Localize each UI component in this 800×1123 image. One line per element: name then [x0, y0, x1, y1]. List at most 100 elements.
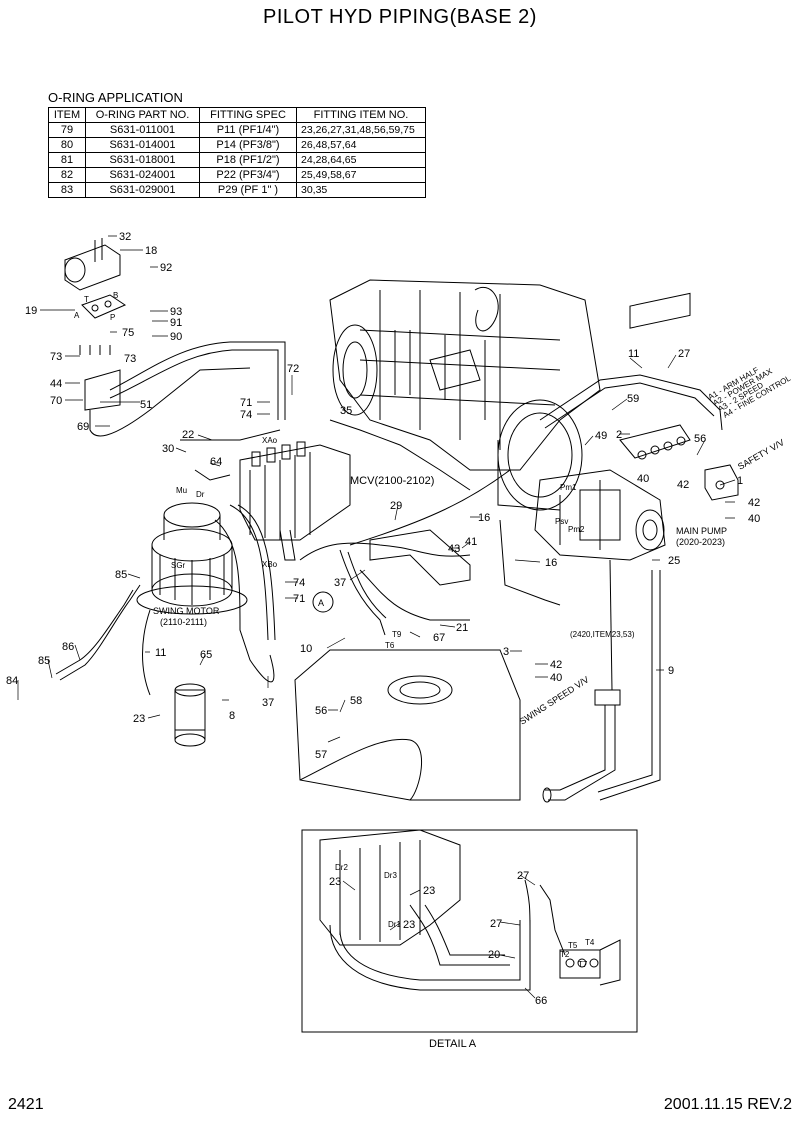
callout-35: 35 — [340, 405, 352, 417]
cell-items: 23,26,27,31,48,56,59,75 — [296, 122, 426, 138]
page-title: PILOT HYD PIPING(BASE 2) — [263, 6, 537, 28]
callout-65: 65 — [200, 649, 212, 661]
cell-item: 82 — [48, 167, 86, 183]
callout-70: 70 — [50, 395, 62, 407]
swing-motor-label: SWING MOTOR — [153, 606, 220, 616]
callout-91: 91 — [170, 317, 182, 329]
callout-43: 43 — [448, 543, 460, 555]
callout-9: 9 — [668, 665, 674, 677]
cell-part-no: S631-011001 — [85, 122, 200, 138]
cell-spec: P29 (PF 1" ) — [199, 182, 297, 198]
col-part-no: O-RING PART NO. — [85, 107, 200, 123]
item-reference: (2420,ITEM23,53) — [570, 630, 635, 639]
callout-25: 25 — [668, 555, 680, 567]
table-row: 83 S631-029001 P29 (PF 1" ) 30,35 — [48, 182, 426, 198]
callout-30: 30 — [162, 443, 174, 455]
table-row: 80 S631-014001 P14 (PF3/8") 26,48,57,64 — [48, 137, 426, 153]
callout-23-detail-c: 23 — [403, 919, 415, 931]
cell-item: 83 — [48, 182, 86, 198]
callout-71b: 71 — [293, 593, 305, 605]
callout-64: 64 — [210, 456, 222, 468]
callout-56: 56 — [694, 433, 706, 445]
callout-29: 29 — [390, 500, 402, 512]
component-labels: MCV(2100-2102) SWING MOTOR (2110-2111) M… — [153, 437, 786, 1050]
port-label: SGr — [171, 561, 186, 570]
callout-3: 3 — [503, 646, 509, 658]
callout-58: 58 — [350, 695, 362, 707]
callout-numbers: 32 18 92 19 93 91 75 90 73 73 44 70 51 6… — [6, 231, 760, 1007]
callout-84: 84 — [6, 675, 18, 687]
callout-90: 90 — [170, 331, 182, 343]
page-number: 2421 — [8, 1096, 44, 1113]
port-label: T9 — [392, 630, 402, 639]
detail-a-marker — [312, 591, 334, 613]
callout-18: 18 — [145, 245, 157, 257]
oring-table-caption: O-RING APPLICATION — [48, 90, 183, 105]
filter-assembly — [64, 238, 127, 411]
port-label: Dr3 — [384, 871, 397, 880]
callout-21: 21 — [456, 622, 468, 634]
port-label: XBo — [262, 560, 278, 569]
flywheel-housing — [497, 399, 583, 511]
swing-speed-valve — [542, 689, 621, 803]
callout-27-detail-a: 27 — [517, 870, 529, 882]
main-pump — [534, 469, 666, 561]
engine-block — [329, 279, 601, 471]
port-label: T7 — [578, 960, 588, 969]
main-pump-label: MAIN PUMP — [676, 526, 727, 536]
port-label: P — [110, 313, 115, 322]
port-label: Pm2 — [568, 525, 585, 534]
solenoid-notes: A1 - ARM HALF A2 - POWER MAX A3 - 2 SPEE… — [707, 365, 793, 419]
cell-part-no: S631-029001 — [85, 182, 200, 198]
callout-69: 69 — [77, 421, 89, 433]
callout-8: 8 — [229, 710, 235, 722]
detail-a-label: DETAIL A — [429, 1038, 477, 1050]
port-label: T — [84, 295, 89, 304]
callout-11: 11 — [628, 348, 639, 360]
callout-27-detail-b: 27 — [490, 918, 502, 930]
callout-74b: 74 — [293, 577, 305, 589]
callout-67: 67 — [433, 632, 445, 644]
cell-spec: P18 (PF1/2") — [199, 152, 297, 168]
callout-32: 32 — [119, 231, 131, 243]
callout-73b: 73 — [124, 353, 136, 365]
cell-items: 30,35 — [296, 182, 426, 198]
detail-a-drawing — [319, 829, 621, 991]
pilot-hoses — [55, 341, 723, 801]
callout-22: 22 — [182, 429, 194, 441]
mcv-block — [239, 441, 351, 561]
callout-73a: 73 — [50, 351, 62, 363]
callout-85b: 85 — [38, 655, 50, 667]
callout-42b: 42 — [748, 497, 760, 509]
leader-lines — [17, 235, 736, 999]
callout-1: 1 — [737, 475, 743, 487]
swing-motor-code: (2110-2111) — [160, 617, 207, 627]
callout-42a: 42 — [677, 479, 689, 491]
port-label: T2 — [560, 950, 570, 959]
port-label: A — [74, 311, 80, 320]
callout-57: 57 — [315, 749, 327, 761]
callout-71: 71 — [240, 397, 252, 409]
swing-motor — [136, 502, 248, 615]
port-label: T5 — [568, 941, 578, 950]
callout-56b: 56 — [315, 705, 327, 717]
callout-40a: 40 — [637, 473, 649, 485]
port-label: XAo — [262, 436, 278, 445]
port-labels: XAo XBo Pm1 Pm2 Psv Mu Dr SGr T B A P T9… — [74, 291, 595, 969]
callout-92: 92 — [160, 262, 172, 274]
revision-date: 2001.11.15 REV.2 — [663, 1096, 792, 1113]
mcv-label: MCV(2100-2102) — [350, 475, 434, 487]
callout-93: 93 — [170, 306, 182, 318]
port-label: Mu — [176, 486, 187, 495]
callout-10: 10 — [300, 643, 312, 655]
port-label: Dr2 — [335, 863, 348, 872]
port-label: Psv — [555, 517, 568, 526]
callout-20: 20 — [488, 949, 500, 961]
port-label: T6 — [385, 641, 395, 650]
bracket — [369, 529, 471, 586]
callout-27: 27 — [678, 348, 690, 360]
callout-11b: 11 — [155, 647, 166, 659]
callout-42c: 42 — [550, 659, 562, 671]
port-label: T4 — [585, 938, 595, 947]
